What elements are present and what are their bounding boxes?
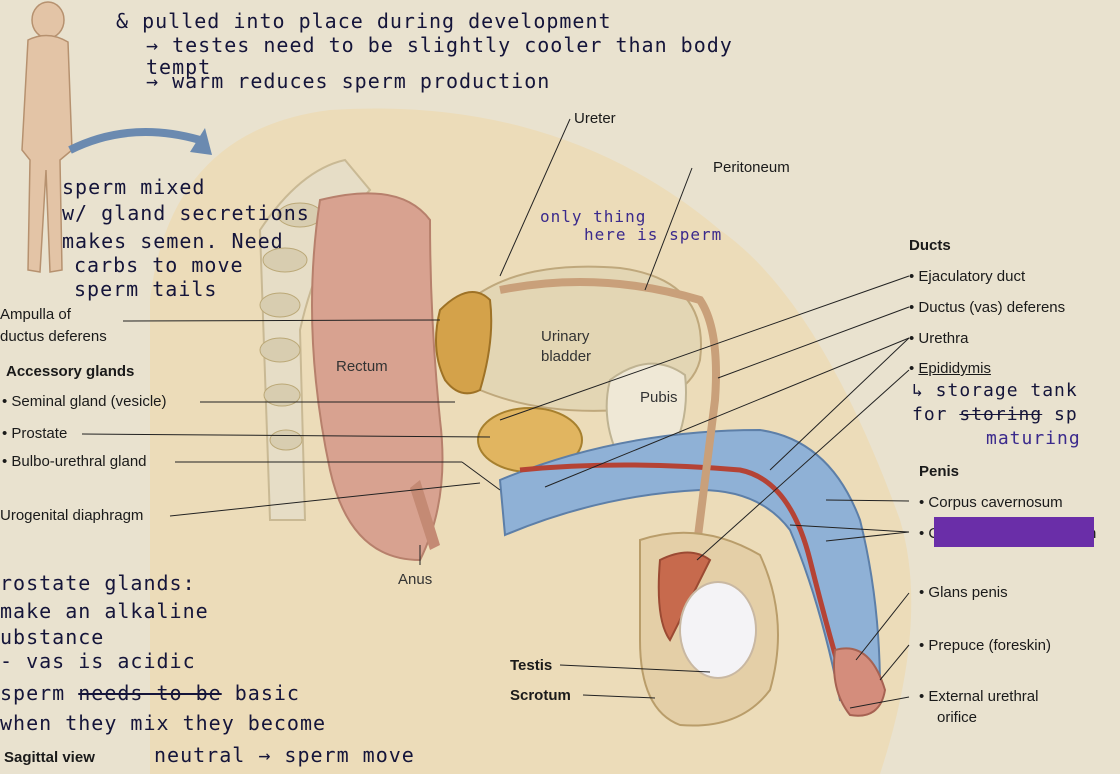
note-bottom-5: sperm needs to be basic <box>0 682 300 704</box>
note-epididymis-1: ↳ storage tank <box>912 380 1078 401</box>
label-prepuce: • Prepuce (foreskin) <box>919 637 1051 654</box>
label-external-orifice: • External urethral <box>919 688 1039 705</box>
note-epi-2b: sp <box>1042 404 1078 425</box>
text-epididymis: Epididymis <box>918 360 991 377</box>
label-corpus-cavernosum: • Corpus cavernosum <box>919 494 1063 511</box>
label-ductus-deferens: • Ductus (vas) deferens <box>909 299 1066 316</box>
note-bottom-7: neutral → sperm move <box>154 743 415 767</box>
note-top-1: & pulled into place during development <box>116 9 612 33</box>
note-left-3: makes semen. Need <box>62 229 284 253</box>
label-anus: Anus <box>398 571 433 588</box>
note-center-1: only thing <box>540 207 647 226</box>
text-bulbo-urethral: Bulbo-urethral gland <box>11 453 147 470</box>
label-prostate: • Prostate <box>2 425 68 442</box>
label-external-orifice-2: orifice <box>937 709 978 726</box>
note-epididymis-2: for storing sp <box>912 404 1078 426</box>
note-top-3: tempt <box>146 55 212 79</box>
rectum <box>311 192 444 562</box>
ductus-deferens-tube <box>499 278 720 561</box>
note-bottom-2: make an alkaline <box>0 599 209 623</box>
testis <box>679 581 757 679</box>
leader-lines <box>81 118 910 709</box>
label-urethra: • Urethra <box>909 330 969 347</box>
text-external-orifice-1: External urethral <box>928 688 1039 705</box>
note-left-1: sperm mixed <box>62 175 206 199</box>
vertebra-marks <box>259 202 323 451</box>
label-urogenital-diaphragm: Urogenital diaphragm <box>0 507 144 524</box>
text-ejaculatory-duct: Ejaculatory duct <box>918 268 1026 285</box>
label-rectum: Rectum <box>336 358 388 375</box>
note-b5b: basic <box>221 681 300 705</box>
label-bladder-2: bladder <box>541 348 592 365</box>
header-ducts: Ducts <box>909 237 951 254</box>
label-scrotum: Scrotum <box>510 687 571 704</box>
text-glans-penis: Glans penis <box>928 584 1008 601</box>
redaction-box <box>934 517 1094 547</box>
note-epididymis-3: maturing <box>986 428 1081 449</box>
label-seminal-gland: • Seminal gland (vesicle) <box>2 393 167 410</box>
note-center-2: here is sperm <box>584 225 723 244</box>
person-arrow <box>68 128 202 154</box>
note-left-5: sperm tails <box>74 277 218 301</box>
arrow-head <box>190 128 212 155</box>
text-urethra: Urethra <box>918 330 969 347</box>
note-epi-2a: for <box>912 404 960 425</box>
note-top-4: → warm reduces sperm production <box>146 69 551 93</box>
label-testis: Testis <box>510 657 553 674</box>
label-ampulla-2: ductus deferens <box>0 328 107 345</box>
header-penis: Penis <box>919 463 960 480</box>
note-top-2: → testes need to be slightly cooler than… <box>146 33 733 57</box>
note-epi-2-strike: storing <box>959 404 1043 425</box>
label-bulbo-urethral: • Bulbo-urethral gland <box>2 453 147 470</box>
note-bottom-3: ubstance <box>0 625 105 649</box>
note-bottom-1: rostate glands: <box>0 571 196 595</box>
label-pubis: Pubis <box>640 389 678 406</box>
note-b5a: sperm <box>0 681 79 705</box>
text-seminal-gland: Seminal gland (vesicle) <box>11 393 167 410</box>
anal-canal <box>410 480 440 550</box>
seminal-vesicle <box>435 291 493 395</box>
text-ductus-deferens: Ductus (vas) deferens <box>918 299 1066 316</box>
label-sagittal-view: Sagittal view <box>4 749 95 766</box>
text-prostate: Prostate <box>11 425 68 442</box>
note-bottom-6: when they mix they become <box>0 711 327 735</box>
header-accessory-glands: Accessory glands <box>6 363 135 380</box>
note-b5-strike: needs to be <box>78 681 222 705</box>
label-ejaculatory-duct: • Ejaculatory duct <box>909 268 1026 285</box>
label-glans-penis: • Glans penis <box>919 584 1008 601</box>
label-epididymis: • Epididymis <box>909 360 991 377</box>
text-corpus-cavernosum: Corpus cavernosum <box>928 494 1063 511</box>
note-left-2: w/ gland secretions <box>62 201 310 225</box>
label-ampulla-1: Ampulla of <box>0 306 71 323</box>
label-peritoneum: Peritoneum <box>713 159 790 176</box>
label-corpus-spongiosum: • C <box>919 525 939 543</box>
note-left-4: carbs to move <box>74 253 244 277</box>
text-prepuce: Prepuce (foreskin) <box>928 637 1051 654</box>
note-bottom-4: - vas is acidic <box>0 649 196 673</box>
label-bladder-1: Urinary <box>541 328 590 345</box>
label-ureter: Ureter <box>574 110 616 127</box>
person-figure <box>21 1 73 273</box>
urethra-tube <box>519 462 853 706</box>
text-corpus-spongiosum-start: C <box>928 525 939 542</box>
glans <box>833 647 887 717</box>
